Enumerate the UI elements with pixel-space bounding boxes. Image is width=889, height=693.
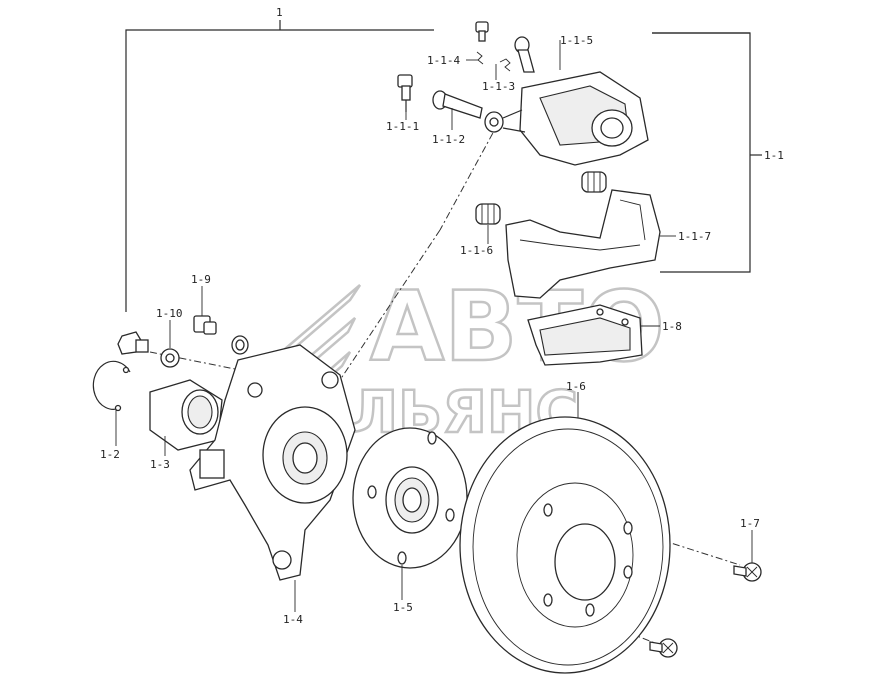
label-1-2: 1-2 <box>100 448 120 461</box>
label-1-1-7: 1-1-7 <box>678 230 711 243</box>
label-1-1-5: 1-1-5 <box>560 34 593 47</box>
part-1-2-snap-ring[interactable] <box>92 360 131 412</box>
part-1-1-2-guide-pin[interactable] <box>432 90 483 119</box>
part-caliper-body[interactable] <box>484 71 649 166</box>
part-1-1-4-bleeder-bolt[interactable] <box>475 21 489 65</box>
part-1-7-disc-screw[interactable] <box>733 562 762 582</box>
leader-lines <box>115 40 753 612</box>
part-1-4-steering-knuckle[interactable] <box>189 344 356 581</box>
part-1-7-disc-screw-2[interactable] <box>649 638 678 658</box>
label-1: 1 <box>276 6 283 19</box>
part-1-1-6-dust-boot-2[interactable] <box>581 171 607 193</box>
label-1-1-4: 1-1-4 <box>427 54 460 67</box>
part-1-1-7-caliper-bracket[interactable] <box>505 189 661 299</box>
label-1-3: 1-3 <box>150 458 170 471</box>
part-labels: 1 1-1 1-1-1 1-1-2 1-1-3 1-1-4 1-1-5 1-1-… <box>100 6 784 626</box>
part-small-washer[interactable] <box>231 335 249 355</box>
part-1-5-wheel-hub[interactable] <box>352 427 468 569</box>
label-1-5: 1-5 <box>393 601 413 614</box>
part-1-1-3-clip[interactable] <box>499 58 511 72</box>
label-1-1: 1-1 <box>764 149 784 162</box>
label-1-8: 1-8 <box>662 320 682 333</box>
label-1-1-6: 1-1-6 <box>460 244 493 257</box>
label-1-9: 1-9 <box>191 273 211 286</box>
label-1-7: 1-7 <box>740 517 760 530</box>
label-1-4: 1-4 <box>283 613 303 626</box>
part-1-1-6-dust-boot[interactable] <box>475 203 501 225</box>
part-1-1-1-bolt[interactable] <box>397 74 413 112</box>
part-1-9-plug[interactable] <box>193 315 217 335</box>
label-1-1-2: 1-1-2 <box>432 133 465 146</box>
part-1-3-bushing[interactable] <box>149 379 223 451</box>
label-1-1-1: 1-1-1 <box>386 120 419 133</box>
part-1-10-bolt[interactable] <box>117 331 149 355</box>
group-bracket-1-1 <box>652 32 762 273</box>
part-1-8-brake-pads[interactable] <box>527 304 643 366</box>
label-1-6: 1-6 <box>566 380 586 393</box>
part-1-1-5-guide-pin[interactable] <box>514 36 535 73</box>
label-1-10: 1-10 <box>156 307 183 320</box>
part-1-10-washer[interactable] <box>160 348 180 368</box>
label-1-1-3: 1-1-3 <box>482 80 515 93</box>
part-1-6-brake-disc[interactable] <box>459 416 671 674</box>
